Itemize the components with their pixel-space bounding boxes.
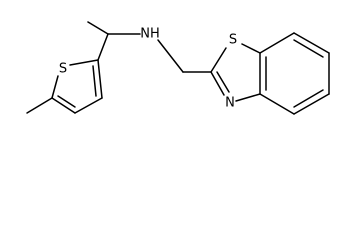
bond-benzene-c5-c4 <box>293 93 330 115</box>
bond-thiazole-c2-s1 <box>210 47 227 73</box>
atom-labels: NH S S N <box>59 27 237 111</box>
bond-nh-ch2 <box>157 39 184 73</box>
bond-benzene-c5-c4-double <box>293 89 324 108</box>
bond-thiazole-n3-c2-double <box>216 71 230 93</box>
bond-ch-thiophene <box>97 33 109 61</box>
bond-thiophene-methyl <box>26 97 53 114</box>
molecule-structure: NH S S N <box>26 21 330 115</box>
bond-thiophene-s-c5 <box>51 75 59 99</box>
bond-thiazole-s1-c7a <box>241 43 261 54</box>
bond-thiazole-c3a-n3 <box>235 93 261 102</box>
bond-thiophene-c4-c3 <box>74 97 103 114</box>
atom-label-thiophene-s: S <box>59 62 67 77</box>
bond-thiophene-c3-c2 <box>97 59 103 99</box>
bond-thiophene-c5-c4 <box>51 97 76 114</box>
atom-label-nh: NH <box>140 27 160 42</box>
atom-label-thiazole-n: N <box>225 96 235 111</box>
bond-thiazole-n3-c2 <box>210 71 225 96</box>
bond-benzene-c7a-c7 <box>259 32 295 54</box>
atom-label-thiazole-s: S <box>229 33 237 48</box>
bonds <box>26 21 330 115</box>
bond-benzene-c7-c6 <box>293 32 330 54</box>
bond-benzene-c7-c6-double <box>293 39 324 58</box>
bond-thiophene-c2-s <box>69 59 99 66</box>
bond-thiophene-c5-c4-double <box>57 95 76 108</box>
bond-thiophene-c3-c2-double <box>92 65 97 97</box>
bond-methyl-ch <box>87 21 109 35</box>
bond-benzene-c4-c3a <box>259 93 295 115</box>
